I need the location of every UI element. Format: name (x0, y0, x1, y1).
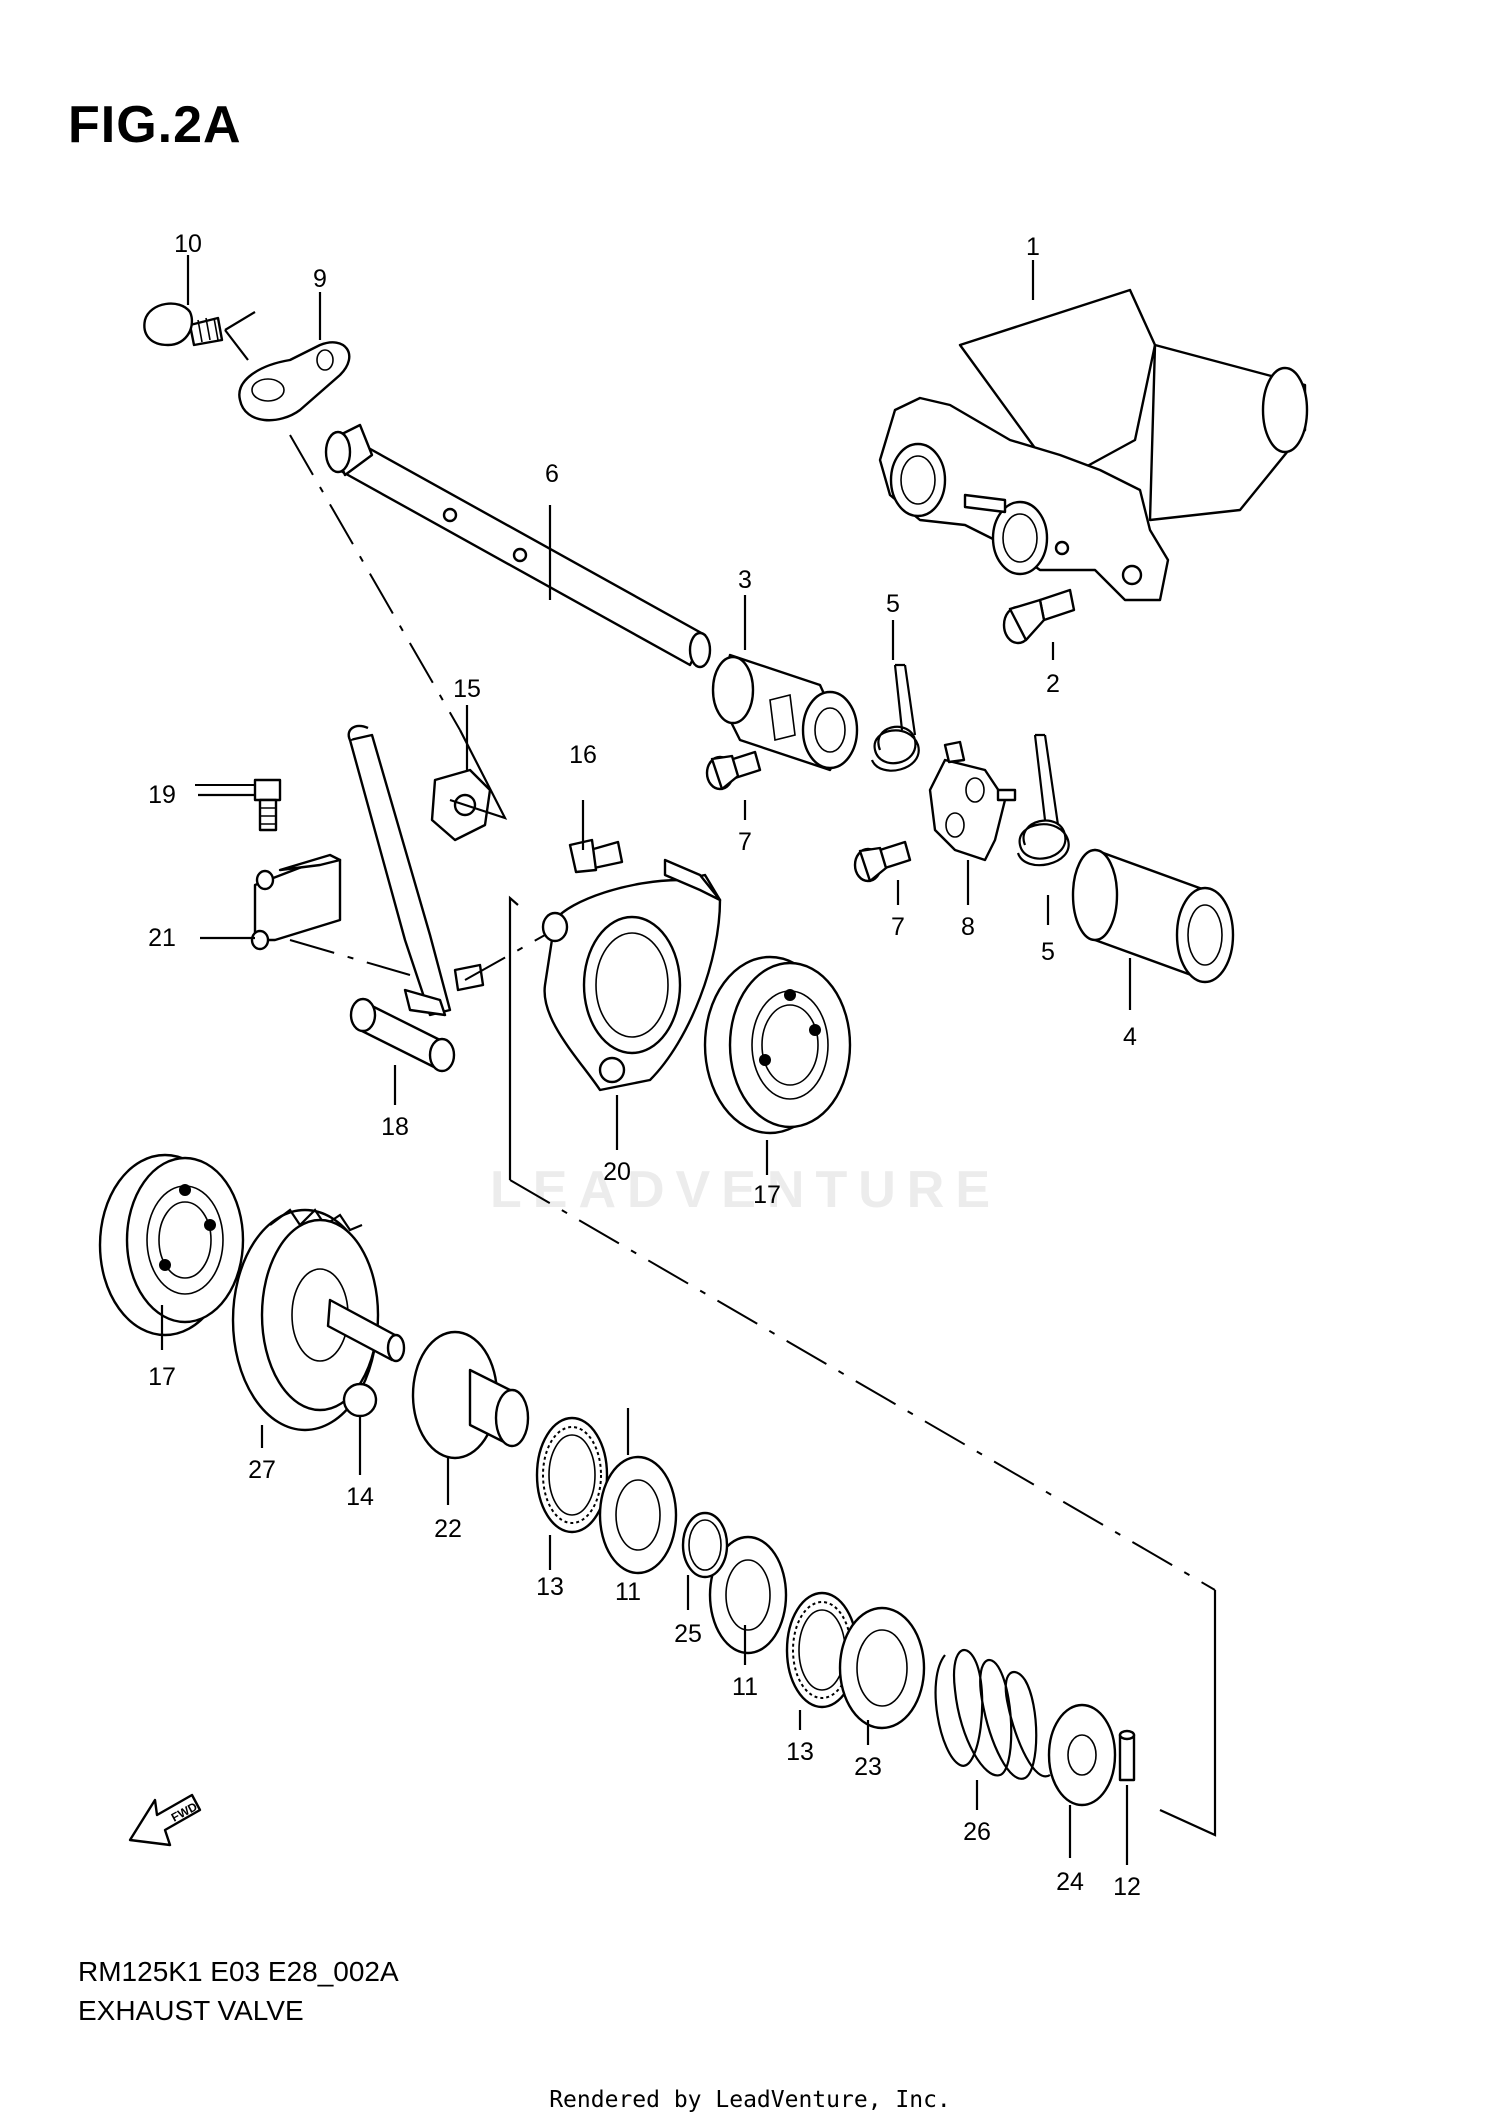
part-12-pin (1118, 1729, 1136, 1782)
part-20-holder (541, 858, 722, 1092)
callout-13a: 13 (536, 1573, 564, 1601)
callout-1: 1 (1026, 233, 1040, 261)
part-6-shaft (324, 423, 712, 669)
callout-18: 18 (381, 1113, 409, 1141)
part-15-clip (430, 768, 492, 842)
part-27-gear-shaft (231, 1208, 406, 1432)
part-22-bushing (411, 1330, 530, 1460)
part-18-lever (347, 724, 485, 1073)
callout-27: 27 (248, 1456, 276, 1484)
callout-9: 9 (313, 265, 327, 293)
callout-24: 24 (1056, 1868, 1084, 1896)
callout-labels: 1 2 3 4 5 5 6 7 7 8 9 10 11 11 12 13 13 … (148, 230, 1141, 1901)
callout-20: 20 (603, 1158, 631, 1186)
render-credit: Rendered by LeadVenture, Inc. (549, 2087, 951, 2113)
callout-6: 6 (545, 460, 559, 488)
callout-5a: 5 (886, 590, 900, 618)
callout-10: 10 (174, 230, 202, 258)
part-11-washer-b (708, 1535, 788, 1655)
callout-17a: 17 (753, 1181, 781, 1209)
watermark: LEADVENTURE (490, 1161, 1002, 1219)
part-8-lever (928, 740, 1017, 862)
callout-13b: 13 (786, 1738, 814, 1766)
diagram-name: EXHAUST VALVE (78, 1995, 304, 2026)
part-23-seat (838, 1606, 926, 1730)
part-25-ring (681, 1511, 729, 1579)
callout-26: 26 (963, 1818, 991, 1846)
part-4-sleeve (1071, 848, 1235, 984)
part-2-bolt (1002, 588, 1076, 645)
part-5-spring-lower (1016, 733, 1070, 867)
callout-21: 21 (148, 924, 176, 952)
part-7-bolt-b (853, 840, 912, 883)
callout-15: 15 (453, 675, 481, 703)
callout-4: 4 (1123, 1023, 1137, 1051)
part-19-screw (253, 778, 282, 832)
callout-23: 23 (854, 1753, 882, 1781)
part-7-bolt-a (705, 750, 762, 791)
part-26-spring (934, 1648, 1051, 1780)
callout-19: 19 (148, 781, 176, 809)
part-9-plate (238, 341, 351, 422)
callout-25: 25 (674, 1620, 702, 1648)
callout-12: 12 (1113, 1873, 1141, 1901)
part-21-bracket (250, 853, 342, 951)
part-10-bolt (143, 302, 224, 347)
part-16-screw (568, 838, 624, 874)
diagram-code: RM125K1 E03 E28_002A (78, 1956, 399, 1987)
callout-14: 14 (346, 1483, 374, 1511)
part-13-thrust-bearing-a (535, 1416, 609, 1534)
figure-title: FIG.2A (68, 96, 242, 154)
part-14-ball (342, 1382, 378, 1418)
callout-7a: 7 (738, 828, 752, 856)
callout-2: 2 (1046, 670, 1060, 698)
assembly-lines (195, 311, 1217, 1837)
callout-16: 16 (569, 741, 597, 769)
callout-11a: 11 (615, 1578, 641, 1606)
part-17-bearing-lower (98, 1153, 245, 1337)
callout-17b: 17 (148, 1363, 176, 1391)
part-3-sleeve (711, 653, 859, 772)
part-11-washer-a (598, 1455, 678, 1575)
callout-5b: 5 (1041, 938, 1055, 966)
part-5-spring-upper (870, 663, 920, 772)
part-17-bearing-upper (703, 955, 852, 1135)
part-1-valve-housing (878, 288, 1309, 602)
callout-22: 22 (434, 1515, 462, 1543)
callout-3: 3 (738, 566, 752, 594)
part-24-washer (1047, 1703, 1117, 1807)
callout-11b: 11 (732, 1673, 758, 1701)
leader-lines (160, 255, 1132, 1865)
fwd-arrow-icon: FWD (128, 1793, 202, 1847)
callout-7b: 7 (891, 913, 905, 941)
callout-8: 8 (961, 913, 975, 941)
